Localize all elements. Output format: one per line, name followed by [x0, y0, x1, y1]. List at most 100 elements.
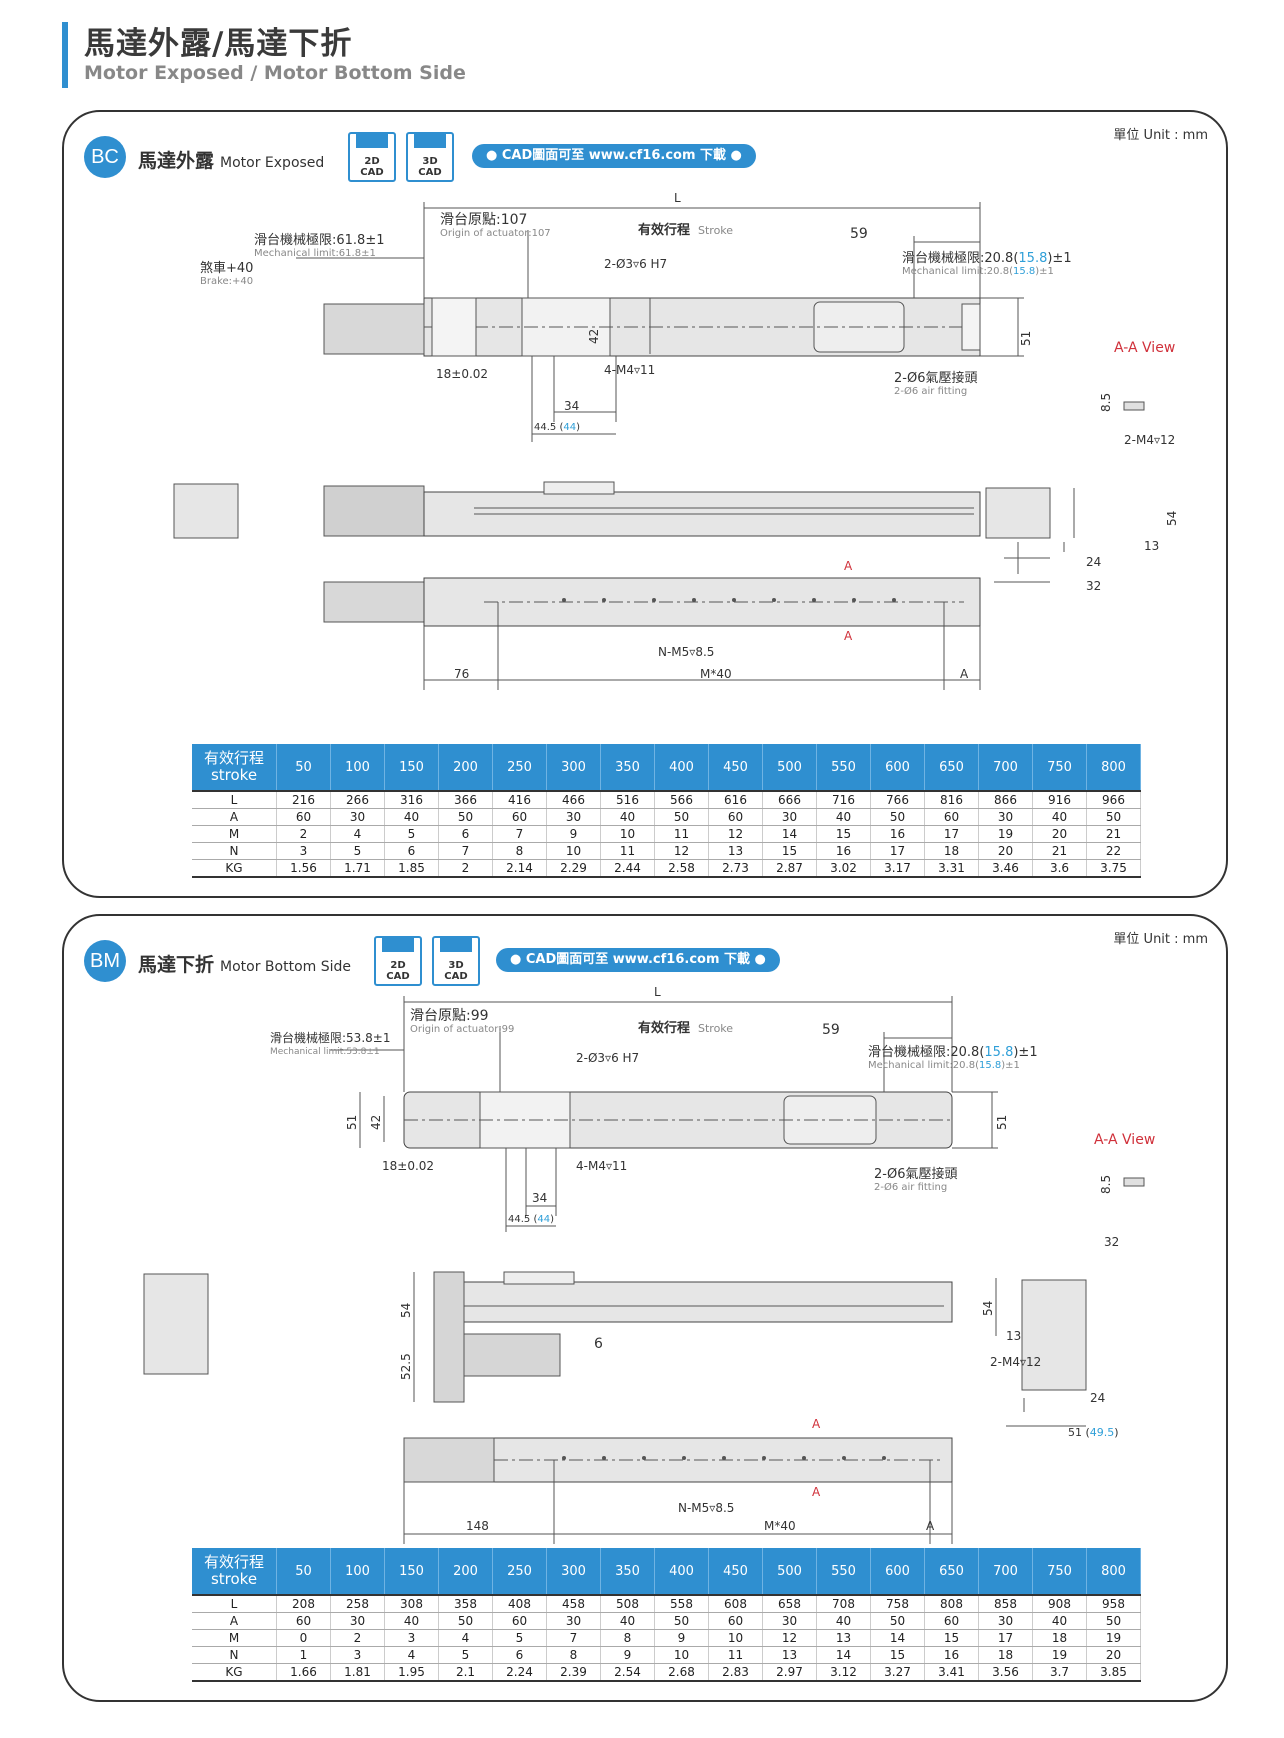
stroke-col: 450 — [708, 744, 763, 791]
table-cell: 9 — [600, 1646, 655, 1664]
dim-54-end: 54 — [981, 1301, 995, 1316]
unit-label: 單位 Unit : mm — [1113, 932, 1208, 947]
table-cell: 40 — [1032, 1612, 1087, 1630]
dim-42: 42 — [587, 329, 601, 344]
stroke-col: 400 — [654, 1548, 709, 1595]
table-cell: 50 — [654, 808, 709, 826]
dim-59: 59 — [822, 1022, 840, 1038]
page-subtitle: Motor Exposed / Motor Bottom Side — [84, 62, 466, 84]
table-cell: 18 — [924, 842, 979, 860]
table-cell: 1.66 — [276, 1663, 331, 1682]
n-m5-label: N-M5▿8.5 — [678, 1501, 734, 1515]
stroke-col: 300 — [546, 744, 601, 791]
row-label: N — [192, 1646, 277, 1664]
dim-13: 13 — [1006, 1329, 1021, 1343]
unit-label: 單位 Unit : mm — [1113, 128, 1208, 143]
dim-13: 13 — [1144, 539, 1159, 553]
table-cell: 3.6 — [1032, 859, 1087, 878]
table-cell: 60 — [492, 1612, 547, 1630]
stroke-col: 500 — [762, 744, 817, 791]
cad-download-link[interactable]: ● CAD圖面可至 www.cf16.com 下載 ● — [496, 948, 780, 972]
section-a-bottom: A — [844, 629, 853, 643]
section-badge: BC — [84, 136, 126, 178]
table-cell: 216 — [276, 790, 331, 809]
table-cell: 1.81 — [330, 1663, 385, 1682]
table-cell: 4 — [330, 825, 385, 843]
table-cell: 11 — [600, 842, 655, 860]
dim-A: A — [926, 1519, 935, 1533]
row-label: A — [192, 1612, 277, 1630]
table-cell: 11 — [708, 1646, 763, 1664]
cad-2d-button[interactable]: 2D CAD — [348, 132, 396, 182]
table-cell: 758 — [870, 1594, 925, 1613]
table-cell: 60 — [276, 1612, 331, 1630]
table-cell: 4 — [384, 1646, 439, 1664]
cad-3d-button[interactable]: 3D CAD — [432, 936, 480, 986]
table-cell: 40 — [600, 1612, 655, 1630]
table-cell: 60 — [276, 808, 331, 826]
brake-label: 煞車+40 — [200, 261, 253, 276]
n-m5-label: N-M5▿8.5 — [658, 645, 714, 659]
table-cell: 266 — [330, 790, 385, 809]
table-cell: 2.1 — [438, 1663, 493, 1682]
row-label: L — [192, 790, 277, 809]
row-label: M — [192, 1629, 277, 1647]
section-a-top: A — [844, 559, 853, 573]
table-cell: 30 — [330, 1612, 385, 1630]
table-cell: 316 — [384, 790, 439, 809]
table-cell: 21 — [1086, 825, 1141, 843]
brake-label-en: Brake:+40 — [200, 276, 253, 287]
stroke-col: 700 — [978, 744, 1033, 791]
cad-3d-button[interactable]: 3D CAD — [406, 132, 454, 182]
stroke-col: 550 — [816, 1548, 871, 1595]
table-cell: 20 — [1086, 1646, 1141, 1664]
dim-A: A — [960, 667, 969, 681]
dim-8-5: 8.5 — [1099, 393, 1113, 412]
row-label: N — [192, 842, 277, 860]
table-cell: 9 — [546, 825, 601, 843]
stroke-col: 400 — [654, 744, 709, 791]
row-label: KG — [192, 1663, 277, 1682]
table-cell: 3.46 — [978, 859, 1033, 878]
dim-24: 24 — [1090, 1391, 1105, 1405]
table-cell: 60 — [492, 808, 547, 826]
table-cell: 458 — [546, 1594, 601, 1613]
table-cell: 366 — [438, 790, 493, 809]
table-cell: 2.87 — [762, 859, 817, 878]
origin-label: 滑台原點:99 — [410, 1007, 489, 1024]
table-cell: 3 — [276, 842, 331, 860]
table-cell: 358 — [438, 1594, 493, 1613]
table-cell: 558 — [654, 1594, 709, 1613]
table-cell: 2 — [276, 825, 331, 843]
table-cell: 616 — [708, 790, 763, 809]
stroke-label-en: Stroke — [698, 1022, 733, 1035]
table-cell: 40 — [384, 808, 439, 826]
table-cell: 2.39 — [546, 1663, 601, 1682]
stroke-col: 600 — [870, 744, 925, 791]
cad-download-link[interactable]: ● CAD圖面可至 www.cf16.com 下載 ● — [472, 144, 756, 168]
air-fitting: 2-Ø6氣壓接頭 — [874, 1166, 957, 1182]
table-cell: 10 — [546, 842, 601, 860]
table-cell: 908 — [1032, 1594, 1087, 1613]
dim-76: 76 — [454, 667, 469, 681]
table-cell: 20 — [1032, 825, 1087, 843]
mech-limit-right: 滑台機械極限:20.8(15.8)±1 — [868, 1044, 1038, 1060]
table-cell: 21 — [1032, 842, 1087, 860]
cad-2d-button[interactable]: 2D CAD — [374, 936, 422, 986]
dim-8-5: 8.5 — [1099, 1175, 1113, 1194]
table-cell: 2.29 — [546, 859, 601, 878]
table-cell: 18 — [978, 1646, 1033, 1664]
table-cell: 208 — [276, 1594, 331, 1613]
table-cell: 40 — [816, 1612, 871, 1630]
table-cell: 14 — [816, 1646, 871, 1664]
stroke-col: 100 — [330, 744, 385, 791]
stroke-col: 100 — [330, 1548, 385, 1595]
